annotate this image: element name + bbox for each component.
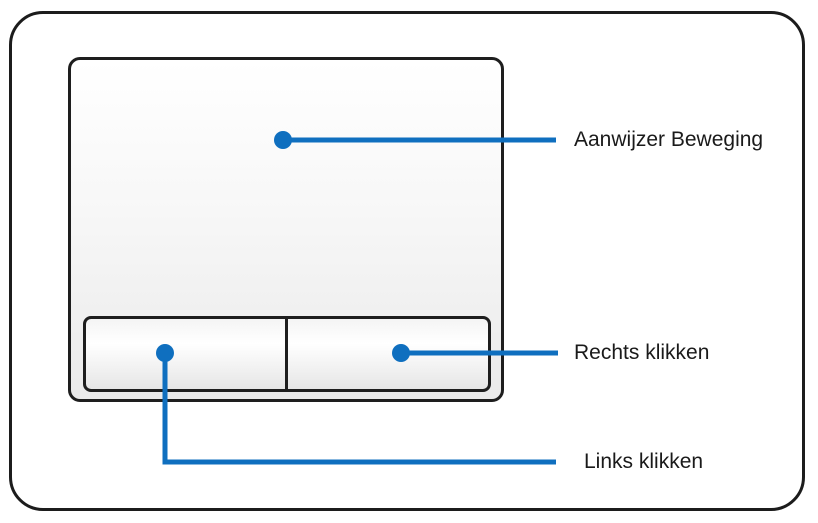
pointer-movement-marker — [274, 131, 292, 149]
left-click-marker — [156, 344, 174, 362]
right-click-label: Rechts klikken — [574, 341, 710, 364]
pointer-movement-label: Aanwijzer Beweging — [574, 128, 764, 151]
left-click-button — [86, 319, 288, 389]
left-click-callout-line — [162, 353, 556, 465]
left-click-label: Links klikken — [584, 450, 704, 473]
right-click-marker — [392, 344, 410, 362]
